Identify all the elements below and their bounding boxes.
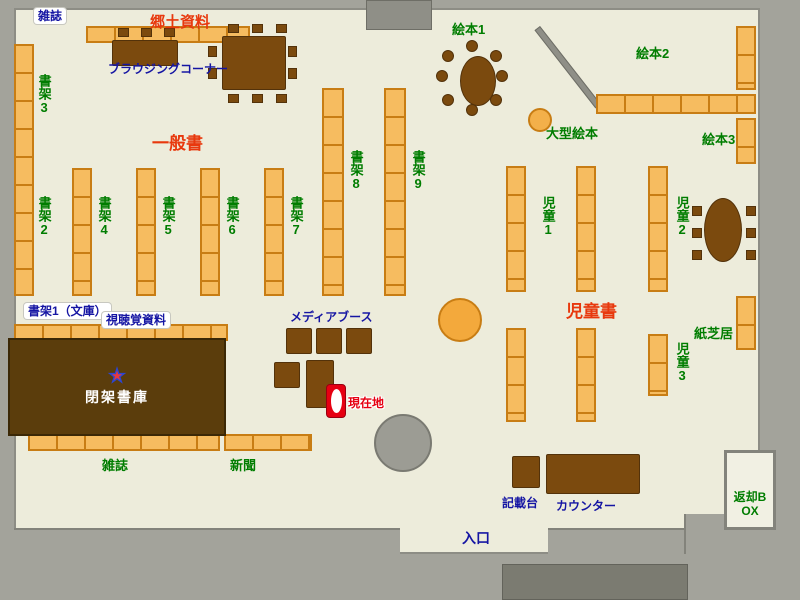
return-box-alcove: 返却BOX xyxy=(724,450,776,530)
chair xyxy=(141,28,152,37)
shelf-shoka5 xyxy=(136,168,156,296)
label-shinbun: 新聞 xyxy=(230,458,257,473)
label-shoka3: 書架3 xyxy=(36,74,52,115)
kisaidai-desk xyxy=(512,456,540,488)
media-booth-carrel xyxy=(286,328,312,354)
shelf-kamishibai xyxy=(736,296,756,350)
shelf-ehon2 xyxy=(596,94,756,114)
label-ehon1: 絵本1 xyxy=(452,22,486,37)
media-booth-carrel xyxy=(316,328,342,354)
chair xyxy=(466,104,478,116)
label-shoka5: 書架5 xyxy=(160,196,176,237)
chair xyxy=(692,250,702,260)
chair xyxy=(288,46,297,57)
chair xyxy=(288,68,297,79)
label-shoka2: 書架2 xyxy=(36,196,52,237)
chair xyxy=(208,68,217,79)
label-ogata-ehon: 大型絵本 xyxy=(546,126,599,141)
label-shoka1-bunko: 書架1（文庫） xyxy=(24,303,111,320)
star-icon: ★ xyxy=(108,365,126,387)
wall-pillar-top xyxy=(366,0,432,30)
current-location-marker xyxy=(326,384,346,418)
label-iriguchi: 入口 xyxy=(462,530,490,546)
entrance-steps xyxy=(502,564,688,600)
label-ehon3: 絵本3 xyxy=(702,132,736,147)
label-ippansho: 一般書 xyxy=(152,134,203,153)
closed-stacks: ★ 閉架書庫 xyxy=(8,338,226,436)
label-kisaidai: 記載台 xyxy=(502,496,539,510)
shelf-jido-f xyxy=(648,334,668,396)
label-genzaichi: 現在地 xyxy=(348,396,385,410)
chair xyxy=(276,24,287,33)
chair xyxy=(252,24,263,33)
shelf-shoka6 xyxy=(200,168,220,296)
shelf-jido-c xyxy=(648,166,668,292)
chair xyxy=(228,24,239,33)
shelf-jido-a xyxy=(506,166,526,292)
chair xyxy=(490,50,502,62)
label-ehon2: 絵本2 xyxy=(636,46,670,61)
label-shoka8: 書架8 xyxy=(348,150,364,191)
shelf-shoka9 xyxy=(384,88,406,296)
chair xyxy=(746,228,756,238)
pillar xyxy=(374,414,432,472)
shelf-shoka4 xyxy=(72,168,92,296)
chair xyxy=(692,206,702,216)
chair xyxy=(252,94,263,103)
chair xyxy=(228,94,239,103)
current-location-marker-inner xyxy=(330,389,342,413)
chair xyxy=(692,228,702,238)
chair xyxy=(442,94,454,106)
wall-bottom-left xyxy=(14,528,400,554)
chair xyxy=(746,206,756,216)
label-jido3: 児童3 xyxy=(674,342,690,383)
shelf-shinbun xyxy=(224,434,312,451)
label-jidosho: 児童書 xyxy=(566,302,617,321)
shelf-jido-d xyxy=(506,328,526,422)
label-henkyaku-box: 返却BOX xyxy=(733,490,767,519)
label-heika-shoko: 閉架書庫 xyxy=(85,389,149,406)
chair xyxy=(276,94,287,103)
label-shoka6: 書架6 xyxy=(224,196,240,237)
shelf-jido-e xyxy=(576,328,596,422)
chair xyxy=(164,28,175,37)
label-jido1: 児童1 xyxy=(540,196,556,237)
label-counter: カウンター xyxy=(556,499,617,513)
shelf-left-wall xyxy=(14,44,34,296)
chair xyxy=(466,40,478,52)
shelf-jido-b xyxy=(576,166,596,292)
chair xyxy=(496,70,508,82)
chair xyxy=(208,46,217,57)
label-kyodo-shiryo: 郷土資料 xyxy=(150,14,211,31)
label-shichokaku: 視聴覚資料 xyxy=(102,312,171,329)
counter-desk xyxy=(546,454,640,494)
chair xyxy=(490,94,502,106)
chair xyxy=(746,250,756,260)
label-shoka9: 書架9 xyxy=(410,150,426,191)
browsing-table-2 xyxy=(222,36,286,90)
shelf-top-right-corner xyxy=(736,26,756,90)
chair xyxy=(118,28,129,37)
label-media-booth: メディアブース xyxy=(290,310,373,324)
media-booth-carrel xyxy=(274,362,300,388)
label-kamishibai: 紙芝居 xyxy=(694,326,734,341)
shelf-shoka7 xyxy=(264,168,284,296)
browsing-table-1 xyxy=(112,40,178,66)
label-browsing-corner: ブラウジングコーナー xyxy=(108,62,229,76)
label-zasshi-bottom: 雑誌 xyxy=(102,458,129,473)
shelf-ehon3 xyxy=(736,118,756,164)
shelf-shoka8 xyxy=(322,88,344,296)
chair xyxy=(442,50,454,62)
shelf-zasshi-bottom xyxy=(28,434,220,451)
ogata-ehon-stand xyxy=(528,108,552,132)
label-shoka4: 書架4 xyxy=(96,196,112,237)
label-shoka7: 書架7 xyxy=(288,196,304,237)
chair xyxy=(436,70,448,82)
label-zasshi-top: 雑誌 xyxy=(34,8,67,25)
children-round-table xyxy=(438,298,482,342)
media-booth-carrel xyxy=(346,328,372,354)
jido-reading-table xyxy=(704,198,742,262)
label-jido2: 児童2 xyxy=(674,196,690,237)
